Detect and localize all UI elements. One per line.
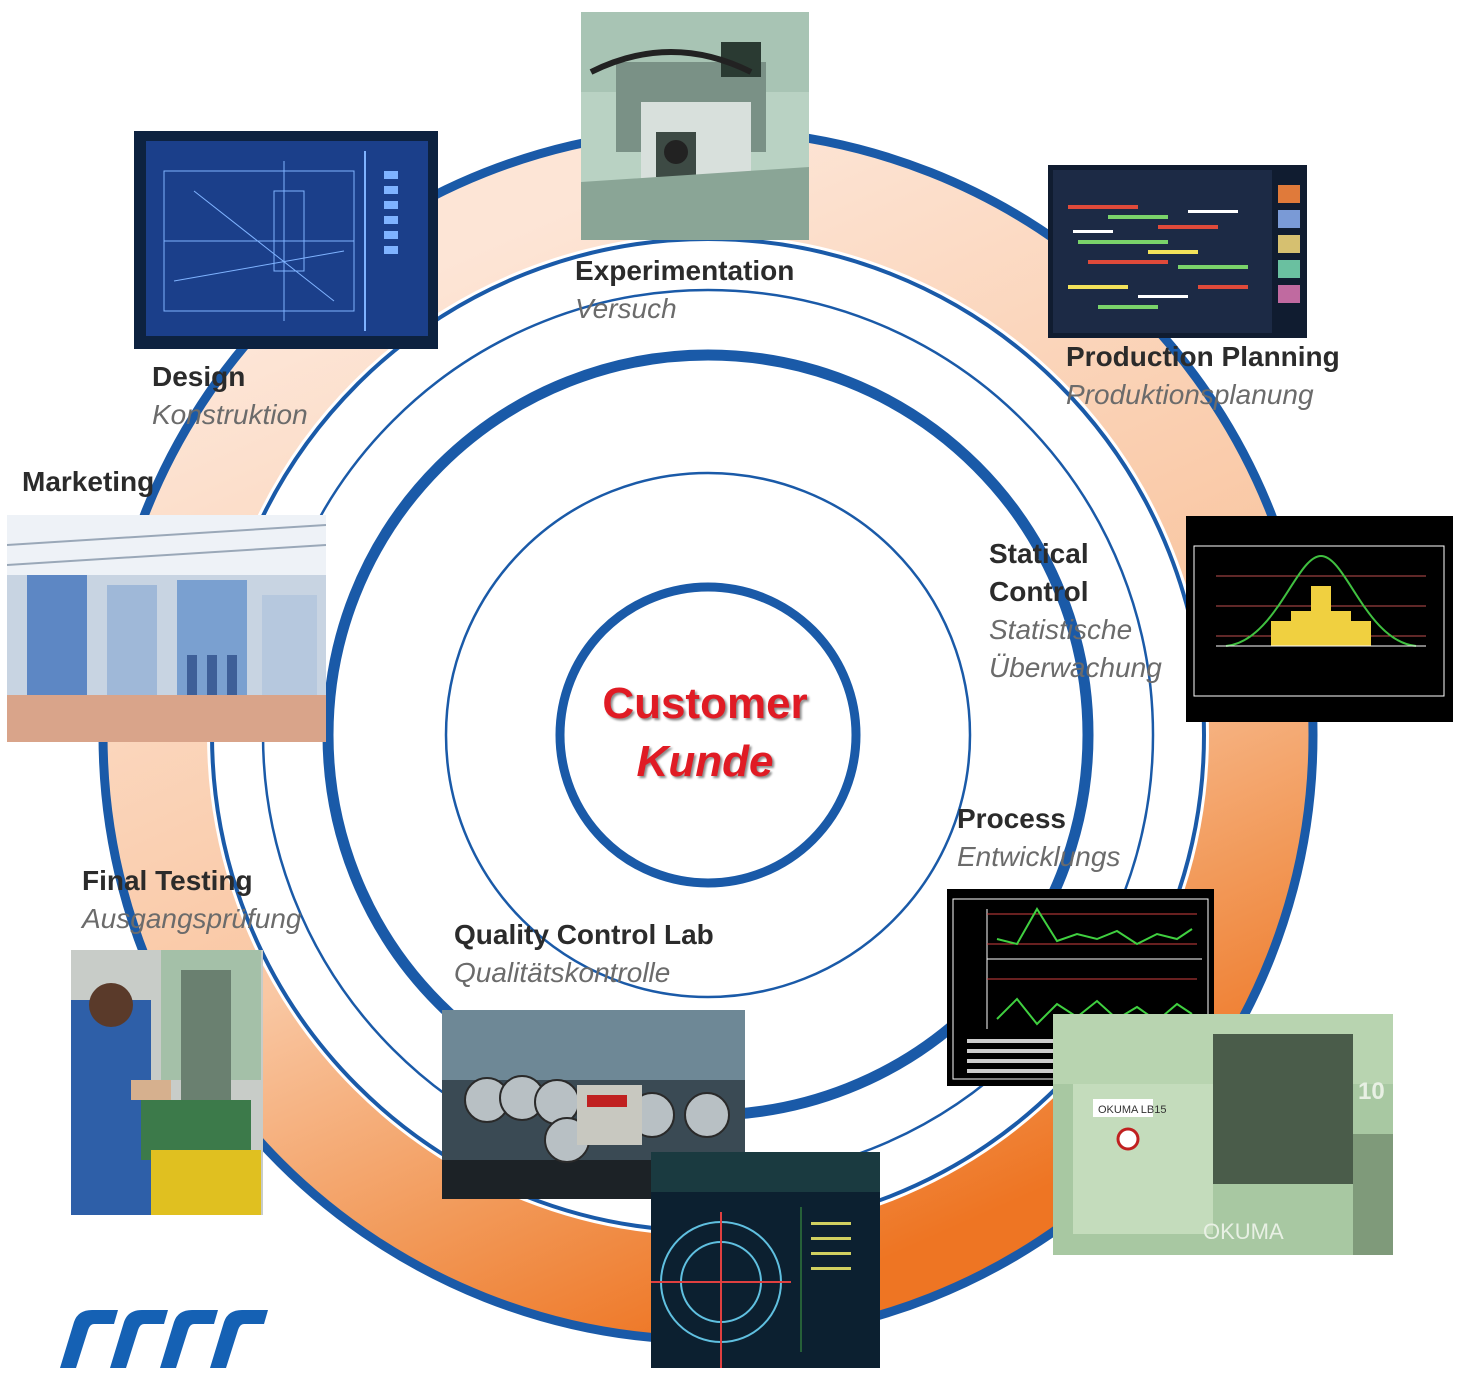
label-quality-control-lab: Quality Control Lab Qualitätskontrolle — [454, 916, 714, 992]
statical-control-en-2: Control — [989, 576, 1089, 607]
okuma-machine-photo: OKUMA LB15 OKUMA 10 — [1053, 1014, 1393, 1255]
production-planning-de: Produktionsplanung — [1066, 379, 1314, 410]
company-logo — [40, 1300, 270, 1368]
label-marketing: Marketing — [22, 463, 154, 501]
cad-screen-photo — [651, 1152, 880, 1368]
production-planning-en: Production Planning — [1066, 341, 1340, 372]
final-testing-de: Ausgangsprüfung — [82, 903, 302, 934]
production-planning-photo — [1048, 165, 1307, 338]
statical-control-de-1: Statistische — [989, 614, 1133, 645]
experimentation-photo — [581, 12, 809, 240]
label-process: Process Entwicklungs — [957, 800, 1120, 876]
label-production-planning: Production Planning Produktionsplanung — [1066, 338, 1340, 414]
customer-subtitle: Kunde — [636, 737, 774, 786]
quality-control-lab-de: Qualitätskontrolle — [454, 957, 671, 988]
marketing-en: Marketing — [22, 466, 155, 497]
okuma-number-text: 10 — [1358, 1078, 1385, 1105]
experimentation-en: Experimentation — [575, 255, 795, 286]
design-de: Konstruktion — [152, 399, 308, 430]
center-ring — [555, 582, 861, 888]
customer-center: Customer Kunde — [560, 675, 850, 791]
statistical-control-photo — [1186, 516, 1453, 722]
label-statical-control: Statical Control Statistische Überwachun… — [989, 535, 1162, 687]
label-experimentation: Experimentation Versuch — [575, 252, 794, 328]
okuma-badge-text: OKUMA LB15 — [1098, 1104, 1166, 1116]
marketing-photo — [7, 515, 326, 742]
experimentation-de: Versuch — [575, 293, 677, 324]
design-en: Design — [152, 361, 246, 392]
process-en: Process — [957, 803, 1066, 834]
quality-control-lab-en: Quality Control Lab — [454, 919, 714, 950]
design-photo — [134, 131, 438, 349]
label-design: Design Konstruktion — [152, 358, 308, 434]
statical-control-en-1: Statical — [989, 538, 1089, 569]
statical-control-de-2: Überwachung — [989, 652, 1162, 683]
final-testing-photo — [71, 950, 263, 1215]
inner-thin-ring — [444, 471, 972, 999]
label-final-testing: Final Testing Ausgangsprüfung — [82, 862, 302, 938]
final-testing-en: Final Testing — [82, 865, 253, 896]
okuma-wordmark-text: OKUMA — [1203, 1219, 1284, 1244]
customer-title: Customer — [602, 679, 808, 728]
process-de: Entwicklungs — [957, 841, 1121, 872]
